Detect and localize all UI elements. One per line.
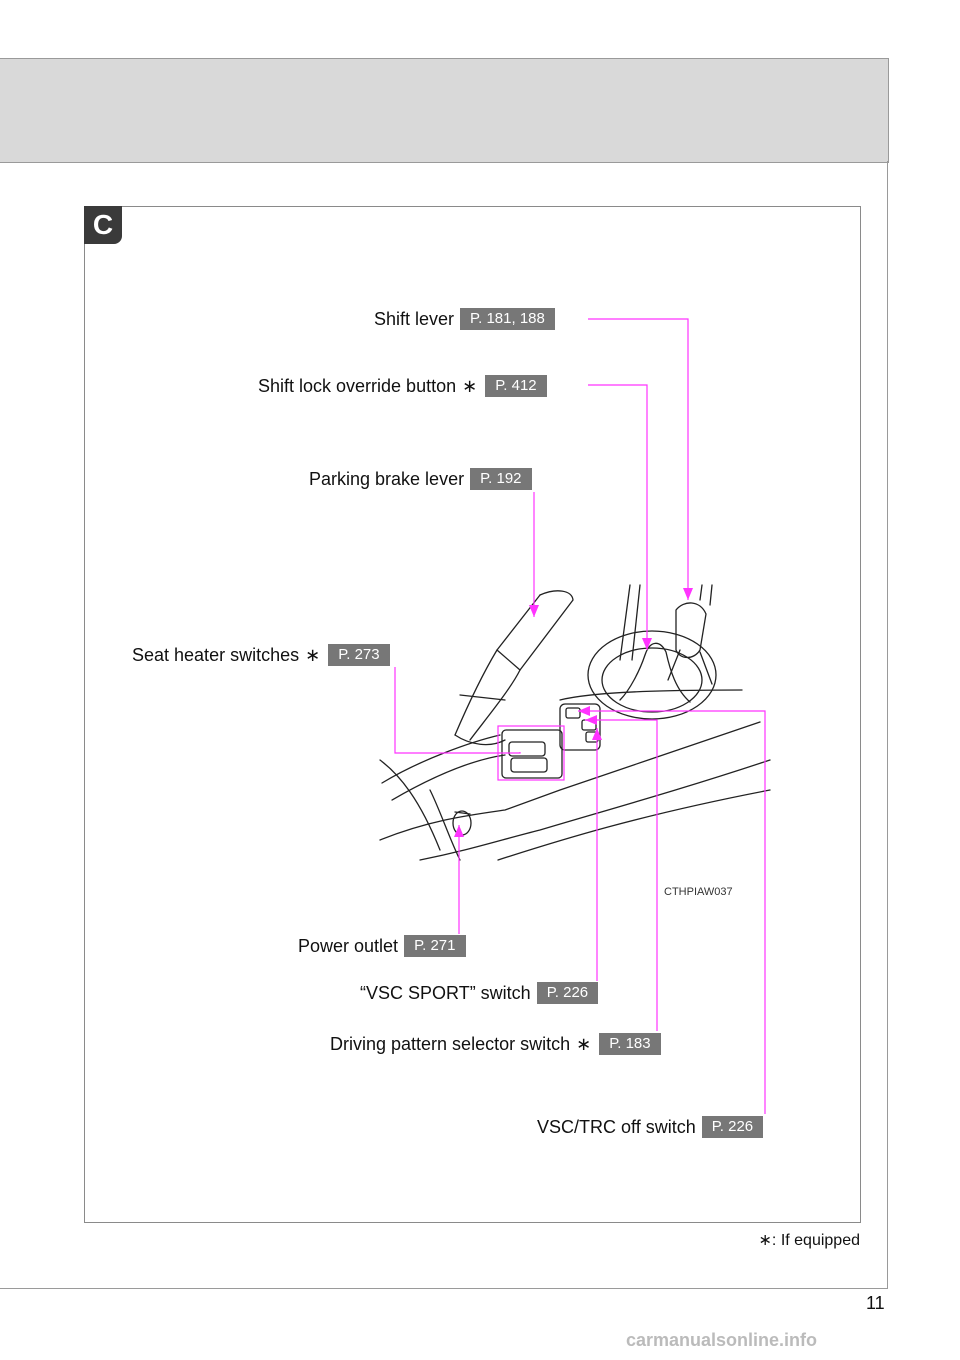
leader-seat-heater: [394, 667, 521, 754]
page-ref[interactable]: P. 271: [404, 935, 466, 957]
watermark: carmanualsonline.info: [626, 1330, 818, 1350]
page-rule-bottom: [0, 1288, 888, 1289]
callout-seat-heater: Seat heater switches ∗ P. 273: [132, 642, 390, 668]
page-rule-right: [887, 161, 888, 1289]
optional-asterisk: ∗: [305, 644, 321, 665]
callout-label: Parking brake lever: [309, 468, 465, 489]
page-ref[interactable]: P. 183: [599, 1033, 661, 1055]
callout-vsc-trc: VSC/TRC off switch P. 226: [537, 1114, 764, 1140]
callout-label: “VSC SPORT” switch: [360, 982, 531, 1003]
page-ref[interactable]: P. 412: [485, 375, 547, 397]
page-ref[interactable]: P. 192: [470, 468, 532, 490]
leader-lines: [394, 318, 766, 1114]
leader-driving-pattern: [585, 719, 658, 1031]
page-ref[interactable]: P. 226: [536, 982, 599, 1004]
page-ref[interactable]: P. 226: [701, 1116, 764, 1138]
callout-vsc-sport: “VSC SPORT” switch P. 226: [360, 980, 599, 1006]
footnote-symbol: ∗: [758, 1232, 772, 1249]
leader-arrowheads: [454, 588, 693, 837]
console-drawing: [379, 584, 771, 861]
section-badge: C: [84, 206, 122, 244]
optional-asterisk: ∗: [462, 375, 478, 396]
leader-shift-lock: [588, 384, 648, 650]
optional-asterisk: ∗: [576, 1033, 592, 1054]
illustration-code: CTHPIAW037: [664, 886, 733, 898]
leader-shift-lever: [588, 318, 689, 600]
callout-label: Shift lock override button: [258, 375, 457, 396]
callout-parking-brake: Parking brake lever P. 192: [309, 466, 532, 492]
callout-power-outlet: Power outlet P. 271: [298, 933, 466, 959]
callout-shift-lock: Shift lock override button ∗ P. 412: [258, 373, 547, 399]
page-ref[interactable]: P. 273: [328, 644, 390, 666]
page-ref[interactable]: P. 181, 188: [460, 308, 555, 330]
callout-label: VSC/TRC off switch: [537, 1116, 696, 1137]
leader-seat-heater-box: [497, 725, 565, 781]
callout-label: Shift lever: [374, 308, 455, 329]
callout-driving-pattern: Driving pattern selector switch ∗ P. 183: [330, 1031, 661, 1057]
callout-label: Power outlet: [298, 935, 399, 956]
illustration-panel: [84, 206, 861, 1223]
header-band: [0, 58, 889, 163]
footnote-text: : If equipped: [771, 1232, 860, 1249]
callout-shift-lever: Shift lever P. 181, 188: [374, 306, 555, 332]
callout-label: Seat heater switches: [132, 644, 300, 665]
leader-vsc-trc: [578, 710, 766, 1114]
page-number: 11: [866, 1293, 885, 1313]
footnote: ∗: If equipped: [759, 1230, 860, 1250]
callout-label: Driving pattern selector switch: [330, 1033, 571, 1054]
